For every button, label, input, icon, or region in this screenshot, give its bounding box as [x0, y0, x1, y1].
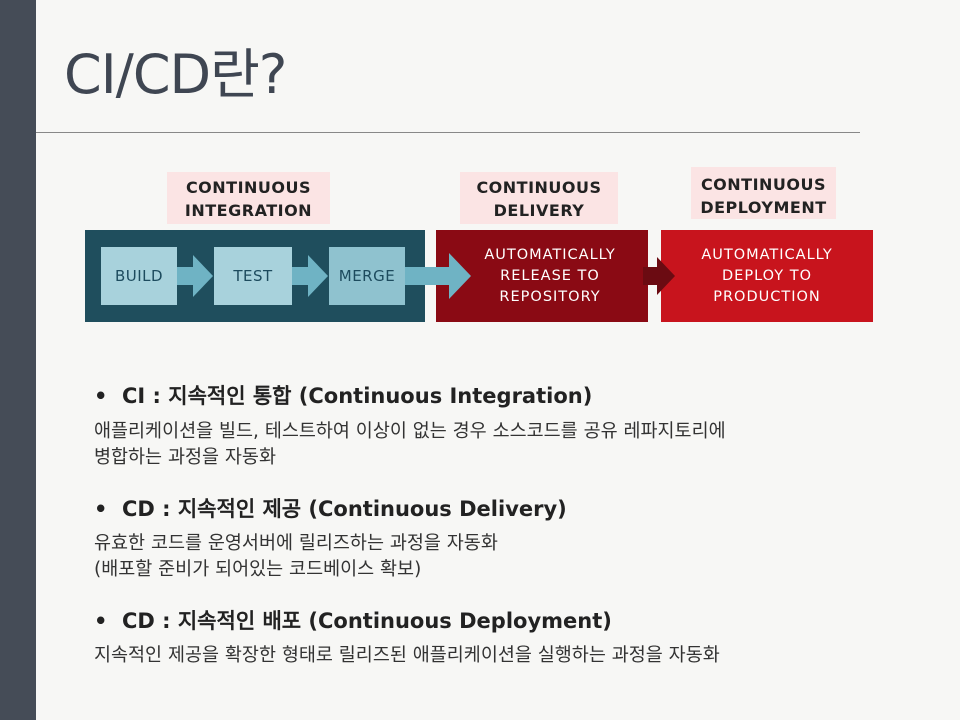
bullet-desc-line: (배포할 준비가 되어있는 코드베이스 확보) — [94, 559, 422, 580]
bullet-desc-line: 애플리케이션을 빌드, 테스트하여 이상이 없는 경우 소스코드를 공유 레파지… — [94, 421, 726, 442]
bullet-heading-cd-deployment: • CD : 지속적인 배포 (Continuous Deployment) — [94, 605, 612, 635]
arrow-release-to-deploy-icon — [643, 257, 675, 295]
label-text: CONTINUOUS — [476, 178, 602, 197]
bullet-desc-ci: 애플리케이션을 빌드, 테스트하여 이상이 없는 경우 소스코드를 공유 레파지… — [94, 419, 894, 471]
bullet-desc-cd-delivery: 유효한 코드를 운영서버에 릴리즈하는 과정을 자동화 (배포할 준비가 되어있… — [94, 531, 894, 583]
arrow-build-to-test-icon — [177, 255, 213, 297]
cicd-pipeline-diagram: CONTINUOUS INTEGRATION CONTINUOUS DELIVE… — [85, 165, 875, 325]
release-line: REPOSITORY — [499, 289, 601, 305]
bullet-heading-text: CD : 지속적인 배포 (Continuous Deployment) — [122, 609, 612, 633]
label-text: INTEGRATION — [184, 201, 313, 220]
test-step-box: TEST — [214, 247, 292, 305]
bullet-heading-ci: • CI : 지속적인 통합 (Continuous Integration) — [94, 380, 592, 410]
bullet-heading-text: CD : 지속적인 제공 (Continuous Delivery) — [122, 497, 567, 521]
deploy-line: DEPLOY TO — [722, 268, 812, 284]
deploy-panel — [661, 230, 873, 322]
deploy-line: AUTOMATICALLY — [701, 247, 833, 263]
merge-step-box: MERGE — [329, 247, 405, 305]
bullet-desc-line: 병합하는 과정을 자동화 — [94, 447, 276, 468]
label-continuous-deployment: CONTINUOUS DEPLOYMENT — [691, 167, 836, 219]
release-panel — [436, 230, 648, 322]
label-text: CONTINUOUS — [700, 175, 827, 194]
label-continuous-integration: CONTINUOUS INTEGRATION — [167, 172, 330, 224]
bullet-dot-icon: • — [94, 497, 108, 521]
sidebar-bar — [0, 0, 36, 720]
release-line: RELEASE TO — [500, 268, 600, 284]
page-title: CI/CD란? — [64, 43, 287, 106]
bullet-dot-icon: • — [94, 384, 108, 408]
bullet-desc-line: 유효한 코드를 운영서버에 릴리즈하는 과정을 자동화 — [94, 533, 498, 554]
bullet-dot-icon: • — [94, 609, 108, 633]
bullet-heading-text: CI : 지속적인 통합 (Continuous Integration) — [122, 384, 593, 408]
deploy-line: PRODUCTION — [713, 289, 821, 305]
release-text: AUTOMATICALLY RELEASE TO REPOSITORY — [460, 245, 640, 308]
deploy-text: AUTOMATICALLY DEPLOY TO PRODUCTION — [677, 245, 857, 308]
arrow-merge-to-release-icon — [405, 253, 471, 299]
title-divider — [36, 132, 860, 133]
release-line: AUTOMATICALLY — [484, 247, 616, 263]
build-step-box: BUILD — [101, 247, 177, 305]
arrow-test-to-merge-icon — [292, 255, 328, 297]
bullet-heading-cd-delivery: • CD : 지속적인 제공 (Continuous Delivery) — [94, 493, 567, 523]
label-continuous-delivery: CONTINUOUS DELIVERY — [460, 172, 618, 224]
label-text: DELIVERY — [493, 201, 585, 220]
bullet-desc-cd-deployment: 지속적인 제공을 확장한 형태로 릴리즈된 애플리케이션을 실행하는 과정을 자… — [94, 643, 894, 669]
label-text: DEPLOYMENT — [700, 198, 827, 217]
bullet-desc-line: 지속적인 제공을 확장한 형태로 릴리즈된 애플리케이션을 실행하는 과정을 자… — [94, 645, 720, 666]
label-text: CONTINUOUS — [185, 178, 312, 197]
